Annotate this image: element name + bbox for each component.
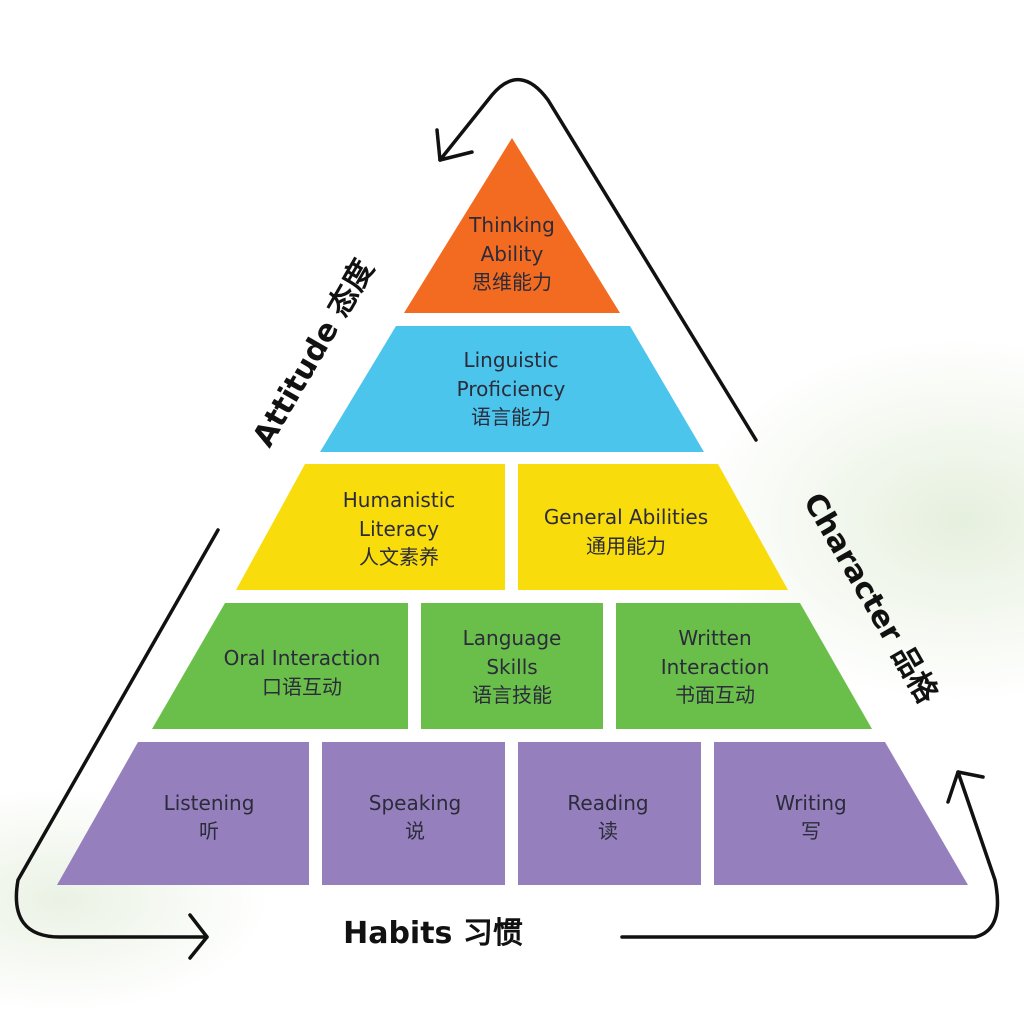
language-en1: Language bbox=[463, 626, 562, 650]
general-en1: General Abilities bbox=[544, 505, 708, 529]
written-en2: Interaction bbox=[661, 655, 770, 679]
linguistic-zh: 语言能力 bbox=[471, 405, 551, 429]
general-zh: 通用能力 bbox=[586, 534, 666, 558]
language-zh: 语言技能 bbox=[472, 683, 552, 707]
tier-humanistic-literacy bbox=[236, 464, 505, 590]
habits-label: Habits 习惯 bbox=[343, 916, 523, 951]
humanistic-zh: 人文素养 bbox=[359, 545, 439, 569]
reading-en1: Reading bbox=[567, 791, 648, 815]
linguistic-en2: Proficiency bbox=[457, 377, 566, 401]
cycle-arrows bbox=[14, 77, 1000, 960]
speaking-zh: 说 bbox=[405, 819, 425, 843]
tier-speaking bbox=[322, 742, 505, 885]
tier-general-abilities bbox=[518, 464, 788, 590]
listening-zh: 听 bbox=[199, 819, 219, 843]
tier-writing bbox=[714, 742, 968, 885]
oral-en1: Oral Interaction bbox=[224, 646, 381, 670]
language-en2: Skills bbox=[486, 655, 537, 679]
writing-en1: Writing bbox=[775, 791, 846, 815]
tier-reading bbox=[518, 742, 701, 885]
arrowhead-icon bbox=[188, 913, 209, 960]
tier-linguistic-proficiency bbox=[320, 326, 704, 452]
tier-thinking-ability bbox=[404, 138, 620, 313]
humanistic-en2: Literacy bbox=[359, 517, 439, 541]
arrowhead-icon bbox=[435, 128, 474, 162]
tier-listening bbox=[57, 742, 309, 885]
thinking-en2: Ability bbox=[481, 242, 544, 266]
listening-en1: Listening bbox=[164, 791, 255, 815]
tier-written-interaction bbox=[616, 603, 872, 729]
reading-zh: 读 bbox=[598, 819, 618, 843]
thinking-en1: Thinking bbox=[468, 213, 555, 237]
speaking-en1: Speaking bbox=[369, 791, 461, 815]
oral-zh: 口语互动 bbox=[262, 675, 342, 699]
writing-zh: 写 bbox=[801, 819, 821, 843]
tier-language-skills bbox=[421, 603, 603, 729]
arrow-attitude-to-habits bbox=[14, 528, 220, 939]
tier-oral-interaction bbox=[152, 603, 408, 729]
arrowhead-icon bbox=[946, 770, 985, 804]
written-zh: 书面互动 bbox=[675, 683, 755, 707]
arrow-character-to-attitude bbox=[438, 77, 758, 442]
linguistic-en1: Linguistic bbox=[463, 348, 558, 372]
arrow-habits-to-character bbox=[620, 770, 1000, 939]
humanistic-en1: Humanistic bbox=[343, 488, 456, 512]
thinking-zh: 思维能力 bbox=[472, 270, 552, 294]
written-en1: Written bbox=[678, 626, 751, 650]
